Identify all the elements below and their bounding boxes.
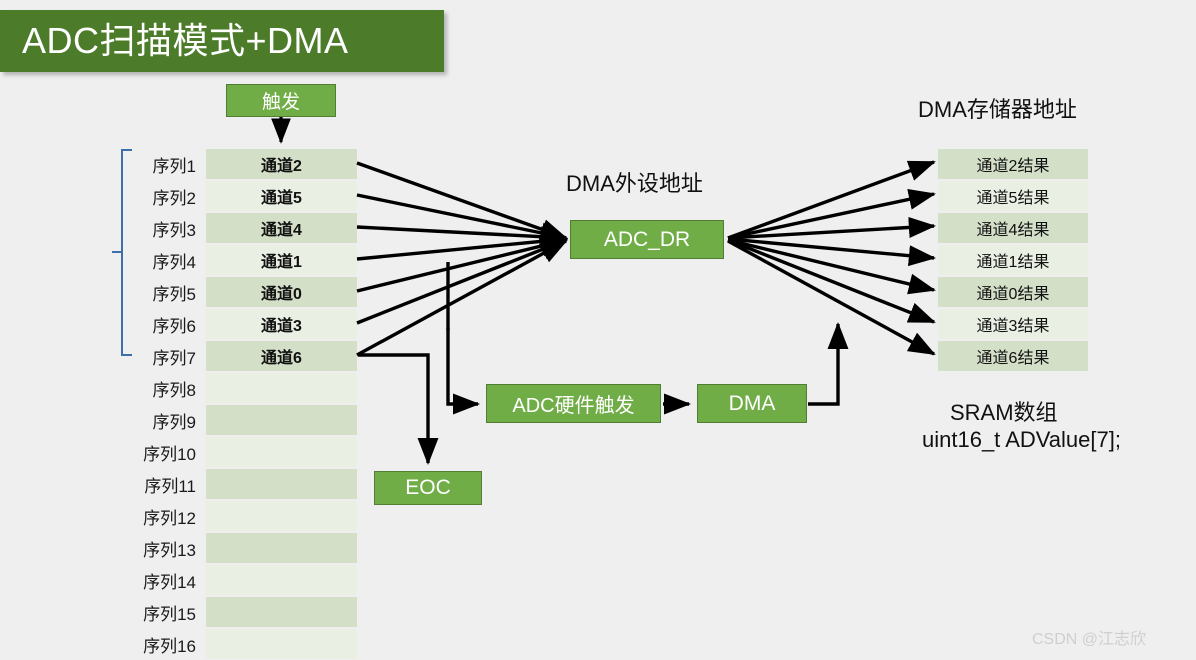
sram-array-label: SRAM数组: [950, 400, 1058, 425]
adc-hardware-trigger-label: ADC硬件触发: [512, 395, 635, 417]
result-cell[interactable]: 通道5结果: [938, 181, 1088, 211]
eoc-box[interactable]: EOC: [374, 471, 482, 505]
result-cell[interactable]: 通道6结果: [938, 341, 1088, 371]
channel-cell[interactable]: 通道1: [206, 245, 357, 275]
channel-cell[interactable]: [206, 597, 357, 627]
adcdr-to-results-wires: [727, 160, 937, 356]
sequence-label: 序列4: [152, 252, 196, 272]
sequence-label: 序列1: [152, 156, 196, 176]
adc-dr-box[interactable]: ADC_DR: [570, 220, 724, 259]
sequence-label: 序列12: [143, 508, 196, 528]
channel-cell[interactable]: 通道6: [206, 341, 357, 371]
page-title: ADC扫描模式+DMA: [22, 20, 349, 61]
sequence-label: 序列16: [143, 636, 196, 656]
dma-peripheral-address-label: DMA外设地址: [566, 171, 703, 196]
eoc-label: EOC: [405, 476, 451, 499]
sequence-label: 序列9: [152, 412, 196, 432]
adcdr-to-hwtrigger-wire: [446, 328, 481, 415]
sequence-label: 序列10: [143, 444, 196, 464]
sequence-label: 序列2: [152, 188, 196, 208]
sram-declaration-label: uint16_t ADValue[7];: [922, 427, 1121, 452]
trigger-box[interactable]: 触发: [226, 84, 336, 117]
dma-memory-address-label: DMA存储器地址: [918, 97, 1077, 122]
result-cell[interactable]: 通道0结果: [938, 277, 1088, 307]
channel-cell[interactable]: 通道2: [206, 149, 357, 179]
dma-box[interactable]: DMA: [697, 384, 807, 423]
channel-cell[interactable]: [206, 533, 357, 563]
sequence-label: 序列3: [152, 220, 196, 240]
channel-cell[interactable]: [206, 629, 357, 659]
channel-cell[interactable]: [206, 565, 357, 595]
channel-cell[interactable]: [206, 373, 357, 403]
channel-to-adcdr-wires: [356, 161, 569, 357]
sequence-label: 序列13: [143, 540, 196, 560]
result-cell[interactable]: 通道3结果: [938, 309, 1088, 339]
sequence-label: 序列15: [143, 604, 196, 624]
channel-cell[interactable]: [206, 501, 357, 531]
result-cell[interactable]: 通道1结果: [938, 245, 1088, 275]
adc-hardware-trigger-box[interactable]: ADC硬件触发: [486, 384, 661, 423]
adc-dr-label: ADC_DR: [603, 227, 691, 251]
result-cell[interactable]: 通道4结果: [938, 213, 1088, 243]
dma-to-memory-wire: [808, 321, 849, 406]
csdn-watermark: CSDN @江志欣: [1032, 631, 1147, 648]
slide-title-banner: ADC扫描模式+DMA: [0, 10, 444, 72]
sequence-label: 序列7: [152, 348, 196, 368]
channel-cell[interactable]: 通道0: [206, 277, 357, 307]
channel-cell[interactable]: 通道5: [206, 181, 357, 211]
sequence-label: 序列8: [152, 380, 196, 400]
sequence-label: 序列14: [143, 572, 196, 592]
channel-cell[interactable]: [206, 405, 357, 435]
channel-cell[interactable]: [206, 437, 357, 467]
sequence-label: 序列5: [152, 284, 196, 304]
sequence-label: 序列11: [144, 476, 196, 496]
result-cell[interactable]: 通道2结果: [938, 149, 1088, 179]
dma-label: DMA: [728, 391, 776, 415]
sequence-label: 序列6: [152, 316, 196, 336]
channel-cell[interactable]: 通道4: [206, 213, 357, 243]
channel-to-eoc-wire: [358, 353, 439, 466]
channel-cell[interactable]: [206, 469, 357, 499]
channel-cell[interactable]: 通道3: [206, 309, 357, 339]
trigger-box-label: 触发: [261, 92, 300, 113]
